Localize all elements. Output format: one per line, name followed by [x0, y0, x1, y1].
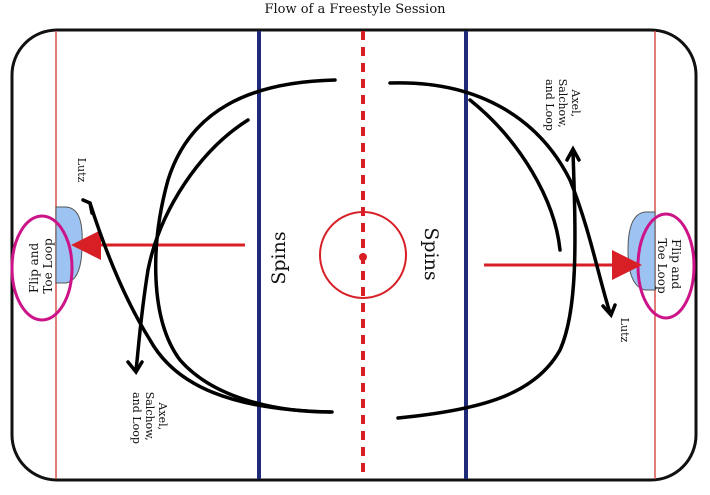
flip-toe-left-label: Flip and Toe Loop	[27, 238, 55, 294]
spins-right-label: Spins	[420, 227, 442, 280]
axel-top-line-3: and Loop	[543, 79, 556, 131]
flow-paths-left	[81, 78, 337, 414]
axel-bottom-line-1: Axel,	[156, 401, 169, 430]
center-circle	[319, 211, 407, 299]
lutz-left-label: Lutz	[75, 158, 88, 183]
axel-bottom-line-2: Salchow,	[143, 392, 156, 441]
flip-toe-right-label: Flip and Toe Loop	[655, 238, 683, 294]
flip-toe-left-line-2: Toe Loop	[41, 238, 55, 294]
flip-toe-right-line-1: Flip and	[669, 239, 683, 289]
flip-toe-left-line-1: Flip and	[27, 243, 41, 293]
lutz-right-label: Lutz	[618, 318, 631, 343]
spins-left-label: Spins	[268, 231, 290, 284]
flip-toe-right-line-2: Toe Loop	[655, 238, 669, 294]
axel-top-line-1: Axel,	[569, 88, 582, 117]
axel-bottom-line-3: and Loop	[130, 392, 143, 444]
center-dot	[359, 253, 367, 261]
axel-bottom-label: Axel, Salchow, and Loop	[130, 392, 169, 445]
flow-paths-right	[388, 81, 617, 420]
axel-top-line-2: Salchow,	[556, 79, 569, 128]
diagram-title: Flow of a Freestyle Session	[264, 2, 446, 17]
axel-top-label: Axel, Salchow, and Loop	[543, 79, 582, 132]
highlight-ellipse-left	[10, 214, 74, 322]
